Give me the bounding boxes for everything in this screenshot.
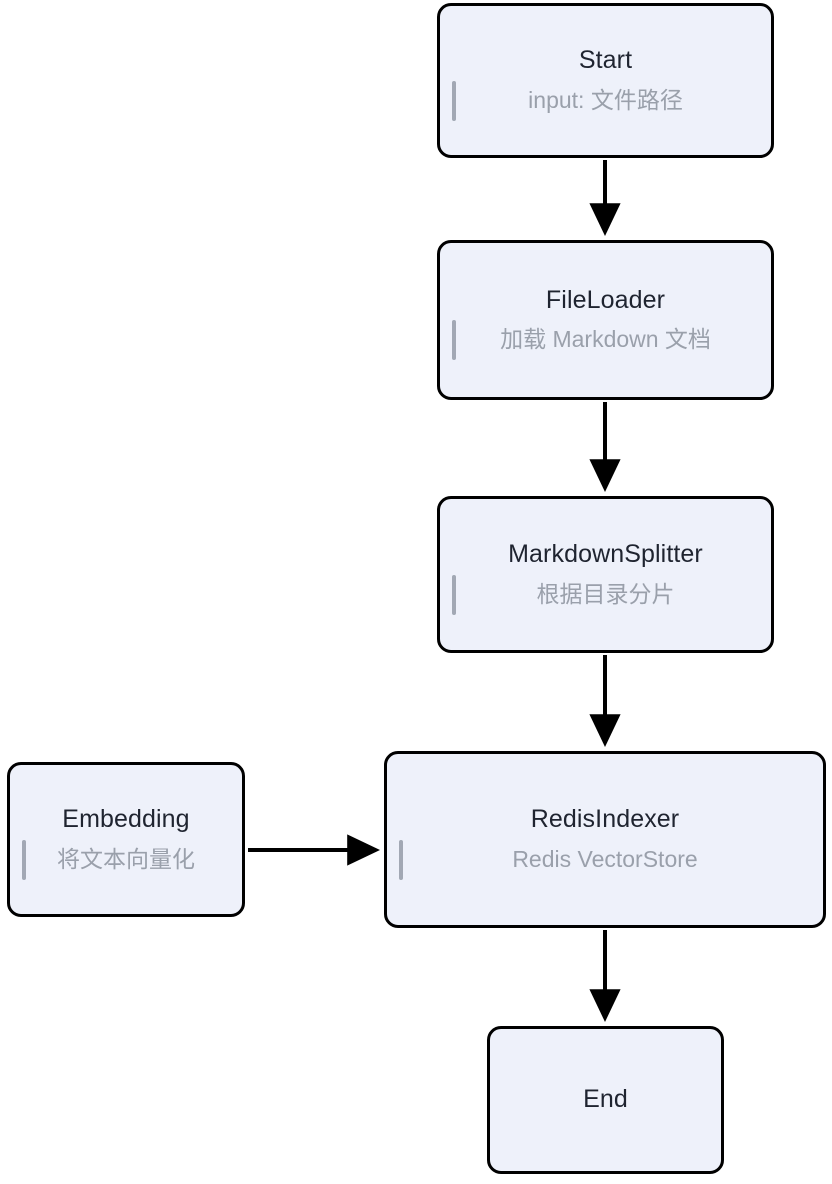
node-markdownsplitter-subtitle-row: 根据目录分片	[440, 574, 771, 615]
node-start-subtitle-row: input: 文件路径	[440, 80, 771, 121]
node-start-title: Start	[578, 46, 633, 75]
node-redisindexer[interactable]: RedisIndexer Redis VectorStore	[384, 751, 826, 928]
node-redisindexer-title: RedisIndexer	[530, 805, 680, 834]
node-end-title: End	[583, 1085, 628, 1114]
node-markdownsplitter[interactable]: MarkdownSplitter 根据目录分片	[437, 496, 774, 653]
accent-bar-icon	[452, 320, 456, 361]
node-embedding-title: Embedding	[62, 805, 190, 834]
node-markdownsplitter-subtitle: 根据目录分片	[536, 580, 675, 607]
node-embedding-subtitle-row: 将文本向量化	[10, 839, 242, 880]
accent-bar-icon	[452, 574, 456, 615]
accent-bar-icon	[22, 839, 26, 880]
node-redisindexer-subtitle: Redis VectorStore	[512, 845, 698, 872]
accent-bar-icon	[399, 839, 403, 880]
node-fileloader-subtitle: 加载 Markdown 文档	[500, 326, 711, 353]
node-fileloader[interactable]: FileLoader 加载 Markdown 文档	[437, 240, 774, 400]
node-start[interactable]: Start input: 文件路径	[437, 3, 774, 158]
node-end[interactable]: End	[487, 1026, 724, 1174]
node-embedding[interactable]: Embedding 将文本向量化	[7, 762, 245, 917]
accent-bar-icon	[452, 80, 456, 121]
node-fileloader-subtitle-row: 加载 Markdown 文档	[440, 320, 771, 361]
node-fileloader-title: FileLoader	[545, 285, 666, 314]
node-markdownsplitter-title: MarkdownSplitter	[508, 540, 703, 569]
node-start-subtitle: input: 文件路径	[528, 86, 683, 113]
node-embedding-subtitle: 将文本向量化	[57, 845, 195, 872]
node-redisindexer-subtitle-row: Redis VectorStore	[387, 839, 823, 880]
